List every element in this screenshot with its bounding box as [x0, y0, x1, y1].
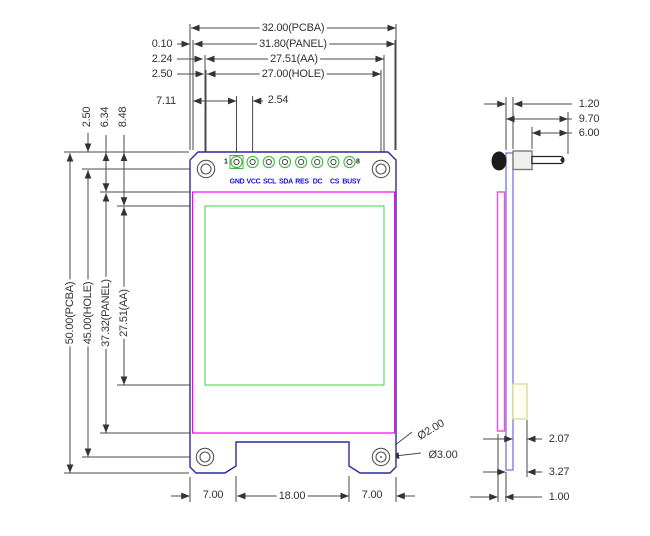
dim-side-pcb-thickness: 1.20 [578, 98, 600, 110]
dim-height-panel: 37.32(PANEL) [100, 277, 112, 349]
dim-offset-panel-x: 0.10 [151, 38, 173, 50]
pin-label-vcc: VCC [246, 178, 261, 186]
mounting-holes [195, 159, 391, 467]
dim-bottom-left: 7.00 [202, 489, 224, 501]
side-panel [496, 191, 506, 432]
header-housing [512, 150, 533, 171]
dim-width-panel: 31.80(PANEL) [257, 38, 329, 50]
dim-pin-pitch: 2.54 [267, 94, 289, 106]
side-view [491, 150, 565, 471]
dim-height-hole: 45.00(HOLE) [82, 279, 94, 347]
dim-offset-hole-y: 2.50 [81, 104, 93, 130]
pcb-outline [189, 151, 397, 474]
pin-label-busy: BUSY [342, 178, 361, 186]
pin-label-gnd: GND [229, 178, 245, 186]
pin-label-cs: CS [329, 178, 340, 186]
front-view [189, 151, 397, 474]
side-pcb [505, 152, 514, 471]
pin-number-first: 1 [224, 158, 228, 166]
dim-offset-aa-x: 2.24 [151, 53, 173, 65]
dim-side-pin-length: 6.00 [578, 127, 600, 139]
active-area-outline [204, 205, 385, 386]
dim-width-pcba: 32.00(PCBA) [259, 22, 327, 34]
dim-side-panel-gap: 1.00 [548, 491, 570, 503]
pin-label-dc: DC [312, 178, 323, 186]
dim-width-aa: 27.51(AA) [268, 53, 320, 65]
pin-1-square [229, 155, 244, 169]
side-dimension-lines [470, 97, 572, 502]
panel-outline [192, 191, 396, 434]
dim-height-aa: 27.51(AA) [118, 287, 130, 339]
header-pin [531, 155, 565, 165]
dim-hole-pad: Ø3.00 [428, 449, 458, 461]
dim-offset-panel-y: 6.34 [99, 104, 111, 130]
dim-side-stack-total: 3.27 [548, 466, 570, 478]
pin-number-last: 8 [356, 158, 360, 166]
dim-height-pcba: 50.00(PCBA) [64, 279, 76, 347]
dim-side-header-total: 9.70 [578, 113, 600, 125]
dim-pin1-offset: 7.11 [156, 95, 176, 107]
dim-offset-hole-x: 2.50 [151, 68, 173, 80]
pin-row [229, 155, 356, 169]
dim-bottom-right: 7.00 [361, 489, 383, 501]
side-tape [512, 383, 528, 420]
pin-label-sda: SDA [279, 178, 293, 186]
solder-joint [491, 151, 507, 171]
dim-side-stack-offset: 2.07 [548, 433, 570, 445]
header-pin-tip [560, 157, 565, 163]
pin-label-res: RES [295, 178, 309, 186]
dim-offset-aa-y: 8.48 [117, 104, 129, 130]
dim-width-hole: 27.00(HOLE) [259, 68, 327, 80]
dim-bottom-center: 18.00 [276, 490, 308, 502]
pin-label-scl: SCL [262, 178, 277, 186]
